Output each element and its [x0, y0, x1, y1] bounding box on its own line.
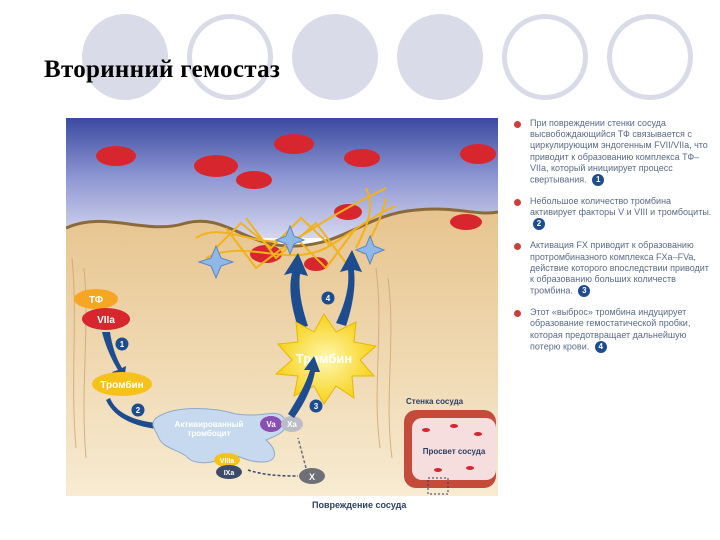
vessel-lumen-label: Просвет сосуда [423, 447, 486, 456]
endothelium-edge [66, 207, 498, 248]
red-blood-cell [344, 149, 380, 167]
note-4: Этот «выброс» тромбина индуцирует образо… [508, 307, 714, 353]
header-circle [502, 14, 588, 100]
damage-zoom-box [427, 477, 449, 495]
tf-label: ТФ [89, 295, 104, 306]
red-blood-cell [334, 204, 362, 220]
thrombin-big-label: Тромбин [296, 351, 352, 366]
step-4-marker [321, 291, 335, 305]
viiia-label: VIIIa [220, 458, 235, 465]
note-1: При повреждении стенки сосуда высвобожда… [508, 118, 714, 187]
header-decoration [82, 14, 693, 100]
thrombin-small-label: Тромбин [100, 379, 143, 391]
x-badge [299, 468, 325, 484]
activated-platelet-label: Активированный тромбоцит [174, 420, 244, 438]
step-4-number: 4 [326, 294, 331, 303]
arrow-step-3 [288, 356, 320, 418]
red-blood-cell [450, 214, 482, 230]
note-3-text: Активация FX приводит к образованию прот… [530, 240, 709, 296]
red-blood-cell [274, 134, 314, 154]
vessel-wall-label: Стенка сосуда [406, 397, 464, 406]
note-1-text: При повреждении стенки сосуда высвобожда… [530, 118, 708, 185]
vessel-damage-label: Повреждение сосуда [312, 500, 407, 510]
hemostasis-diagram: Тромбин ТФ VIIa 1 Тромбин 2 Активированн… [66, 118, 498, 496]
step-2-number: 2 [136, 406, 141, 415]
header-circle [397, 14, 483, 100]
step-1-number: 1 [120, 340, 125, 349]
va-badge [260, 416, 282, 432]
x-to-xa-arrow [297, 437, 307, 469]
step-3-marker [309, 399, 323, 413]
red-blood-cell [96, 146, 136, 166]
step-3-number: 3 [314, 402, 319, 411]
red-blood-cell [304, 257, 328, 271]
note-1-step: 1 [592, 174, 605, 187]
x-label: X [309, 472, 315, 482]
xa-label: Xa [287, 420, 297, 429]
bullet-icon [514, 310, 521, 318]
activated-platelets [197, 224, 386, 280]
activated-platelet-cell [152, 408, 287, 464]
note-2-text: Небольшое количество тромбина активирует… [530, 196, 712, 218]
page-title: Вторинний гемостаз [44, 56, 281, 83]
note-3: Активация FX приводит к образованию прот… [508, 240, 714, 298]
header-circle [607, 14, 693, 100]
header-circle [292, 14, 378, 100]
note-4-step: 4 [594, 340, 607, 353]
bullet-icon [514, 243, 521, 251]
thrombin-small-badge [92, 372, 152, 396]
note-4-text: Этот «выброс» тромбина индуцирует образо… [530, 307, 691, 352]
bullet-icon [514, 121, 521, 128]
note-2: Небольшое количество тромбина активирует… [508, 196, 714, 231]
inset-blood-cells [422, 424, 482, 472]
viia-badge [82, 308, 130, 330]
red-blood-cell [236, 171, 272, 189]
xa-badge [281, 416, 303, 432]
bullet-icon [514, 199, 521, 207]
step-2-marker [131, 403, 145, 417]
ixa-label: IXa [224, 470, 235, 477]
viiia-badge [214, 453, 240, 467]
arrow-step-4 [284, 250, 362, 328]
note-3-step: 3 [578, 285, 591, 298]
notes-panel: При повреждении стенки сосуда высвобожда… [508, 118, 714, 518]
tissue-fibers [71, 257, 393, 459]
red-blood-cells [96, 134, 496, 271]
step-1-marker [115, 337, 129, 351]
tf-badge [74, 289, 118, 309]
red-blood-cell [194, 155, 238, 177]
thrombin-burst [274, 313, 378, 405]
ix-to-x-arrow [247, 469, 299, 477]
viia-label: VIIa [97, 315, 115, 326]
va-label: Va [266, 420, 276, 429]
ixa-badge [216, 465, 242, 479]
note-2-step: 2 [533, 218, 545, 231]
arrow-step-1 [102, 332, 126, 382]
red-blood-cell [460, 144, 496, 164]
